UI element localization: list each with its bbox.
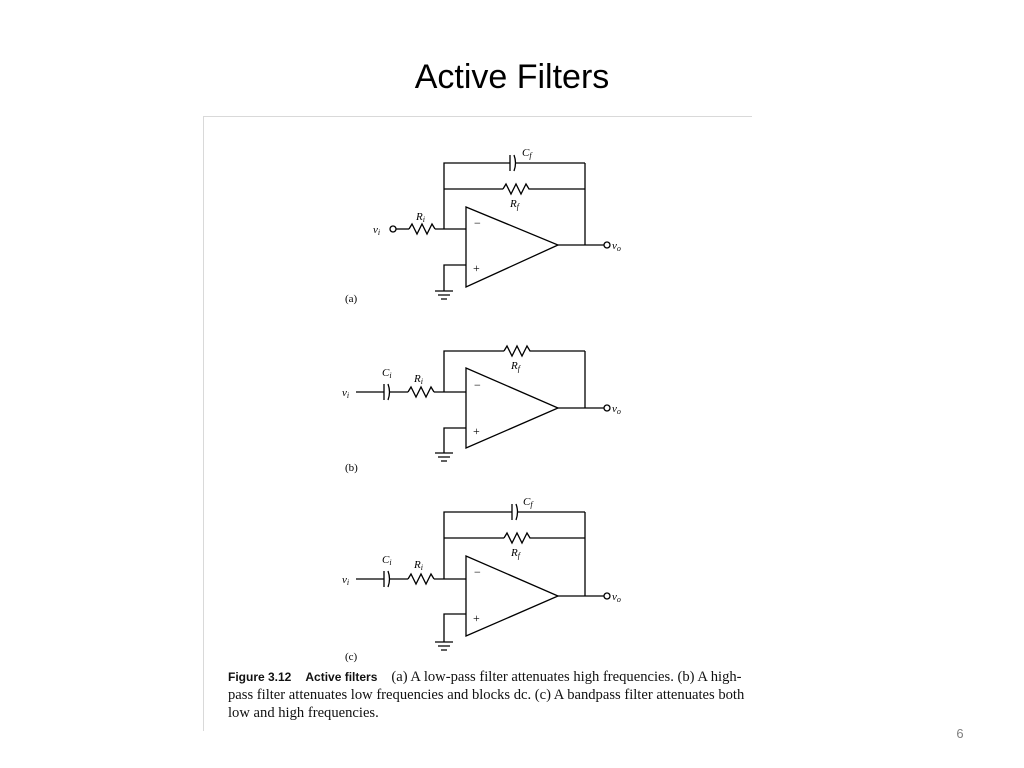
plus-sign-c: +: [473, 611, 480, 625]
ground-symbol-b: [435, 452, 453, 462]
label-ri-b: Ri: [413, 373, 423, 386]
capacitor-ci-c: [383, 570, 408, 588]
output-terminal-a: [603, 241, 611, 249]
panel-c-labels: Cf Rf Ci Ri vi vo − + (c): [342, 496, 621, 663]
panel-b-labels: Ci Ri Rf vi vo − + (b): [342, 360, 621, 474]
label-ci-c: Ci: [382, 554, 392, 567]
capacitor-cf-c: [509, 503, 585, 521]
resistor-ri-c: [407, 572, 435, 586]
plus-sign-a: +: [473, 261, 480, 275]
op-amp-c: [465, 555, 560, 637]
label-ci-b: Ci: [382, 367, 392, 380]
capacitor-ci-b: [383, 383, 408, 401]
plus-sign-b: +: [473, 424, 480, 438]
panel-tag-a: (a): [345, 293, 358, 305]
panel-a-low-pass: [389, 154, 611, 300]
feedback-left-b: [443, 350, 504, 392]
ground-symbol-c: [435, 641, 453, 651]
minus-sign-c: −: [474, 565, 481, 579]
label-cf-c: Cf: [523, 496, 534, 509]
minus-sign-a: −: [474, 216, 481, 230]
resistor-rf-a: [502, 182, 585, 196]
label-ri-a: Ri: [415, 211, 425, 224]
panel-b-high-pass: [356, 344, 611, 462]
resistor-ri-b: [407, 385, 435, 399]
figure-caption: Figure 3.12 Active filters(a) A low-pass …: [228, 668, 753, 722]
label-vi-c: vi: [342, 574, 349, 587]
label-vo-b: vo: [612, 403, 621, 416]
label-vi-a: vi: [373, 224, 380, 237]
output-terminal-c: [603, 592, 611, 600]
ground-wire-a: [443, 264, 466, 291]
ground-wire-c: [443, 613, 466, 642]
label-rf-b: Rf: [510, 360, 522, 373]
label-cf-a: Cf: [522, 147, 533, 160]
minus-sign-b: −: [474, 378, 481, 392]
input-terminal-a: [389, 225, 397, 233]
page-number: 6: [956, 726, 964, 741]
label-vo-a: vo: [612, 240, 621, 253]
figure-number: Figure 3.12: [228, 670, 292, 684]
panel-tag-c: (c): [345, 651, 358, 663]
ground-symbol-a: [435, 290, 453, 300]
circuit-diagrams: Cf Rf Ri vi vo − + (a) Ci Ri R: [342, 147, 621, 663]
label-ri-c: Ri: [413, 559, 423, 572]
label-vo-c: vo: [612, 591, 621, 604]
resistor-ri-a: [408, 222, 436, 236]
feedback-left-c: [443, 511, 509, 579]
op-amp-a: [465, 206, 560, 289]
panel-tag-b: (b): [345, 462, 358, 474]
capacitor-cf-a: [507, 154, 585, 172]
label-vi-b: vi: [342, 387, 349, 400]
ground-wire-b: [443, 427, 466, 453]
slide-title: Active Filters: [414, 58, 610, 96]
figure-title: Active filters: [305, 670, 378, 684]
resistor-rf-b: [503, 344, 585, 358]
panel-a-labels: Cf Rf Ri vi vo − + (a): [345, 147, 621, 305]
figure-caption-text: (a) A low-pass filter attenuates high fr…: [228, 669, 745, 721]
feedback-node-a: [443, 162, 507, 229]
panel-c-bandpass: [356, 503, 611, 651]
label-rf-c: Rf: [510, 547, 522, 560]
output-terminal-b: [603, 404, 611, 412]
label-rf-a: Rf: [509, 198, 521, 211]
resistor-rf-c: [503, 531, 585, 545]
figure-scan: Cf Rf Ri vi vo − + (a) Ci Ri R: [203, 116, 752, 731]
op-amp-b: [465, 367, 560, 449]
